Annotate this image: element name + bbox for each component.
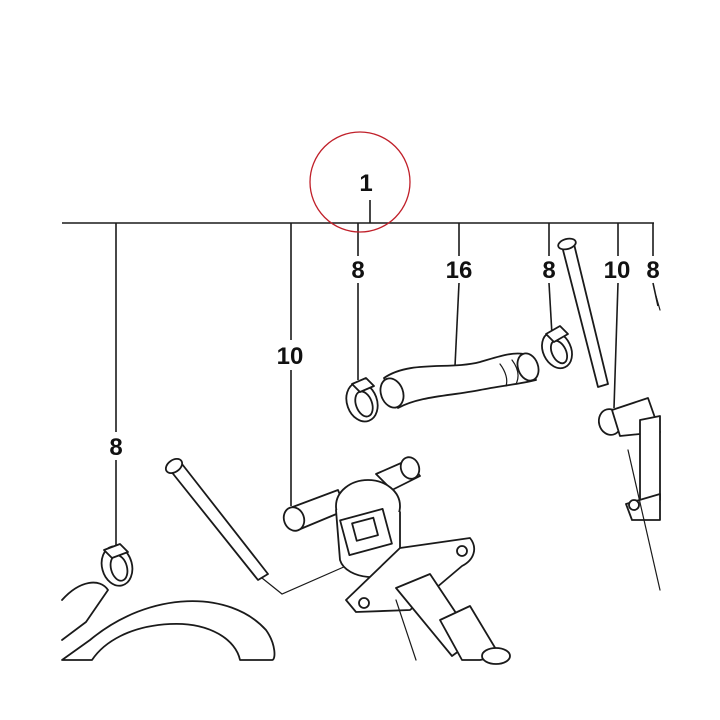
callout-clip-a: 8 (109, 434, 122, 461)
hose-clip-b (345, 377, 379, 423)
hose-clip-c (541, 325, 573, 370)
valve-right-partial (597, 295, 661, 591)
callout-hose-a: 10 (277, 343, 304, 370)
leader-hose-main-bottom (454, 282, 460, 367)
callout-clip-c: 8 (542, 257, 555, 284)
leader-clip-c-bottom (548, 282, 553, 336)
callout-labels: 1 8 10 8 16 8 10 8 (109, 170, 659, 461)
callout-clip-d: 8 (646, 257, 659, 284)
callout-clip-b: 8 (351, 257, 364, 284)
long-bolt-left (164, 457, 347, 595)
callout-assembly: 1 (359, 170, 372, 197)
highlight-circle (309, 131, 411, 233)
leader-hose-b-bottom (613, 282, 619, 409)
hose-small-a (282, 489, 347, 532)
callout-hose-b: 10 (604, 257, 631, 284)
curved-hose-main (379, 352, 540, 409)
valve-assembly (335, 456, 511, 665)
housing-left (61, 581, 276, 661)
long-bolt-right (557, 237, 609, 388)
hose-clip-a (100, 543, 134, 587)
callout-hose-main: 16 (446, 257, 473, 284)
leader-lines (62, 200, 659, 548)
